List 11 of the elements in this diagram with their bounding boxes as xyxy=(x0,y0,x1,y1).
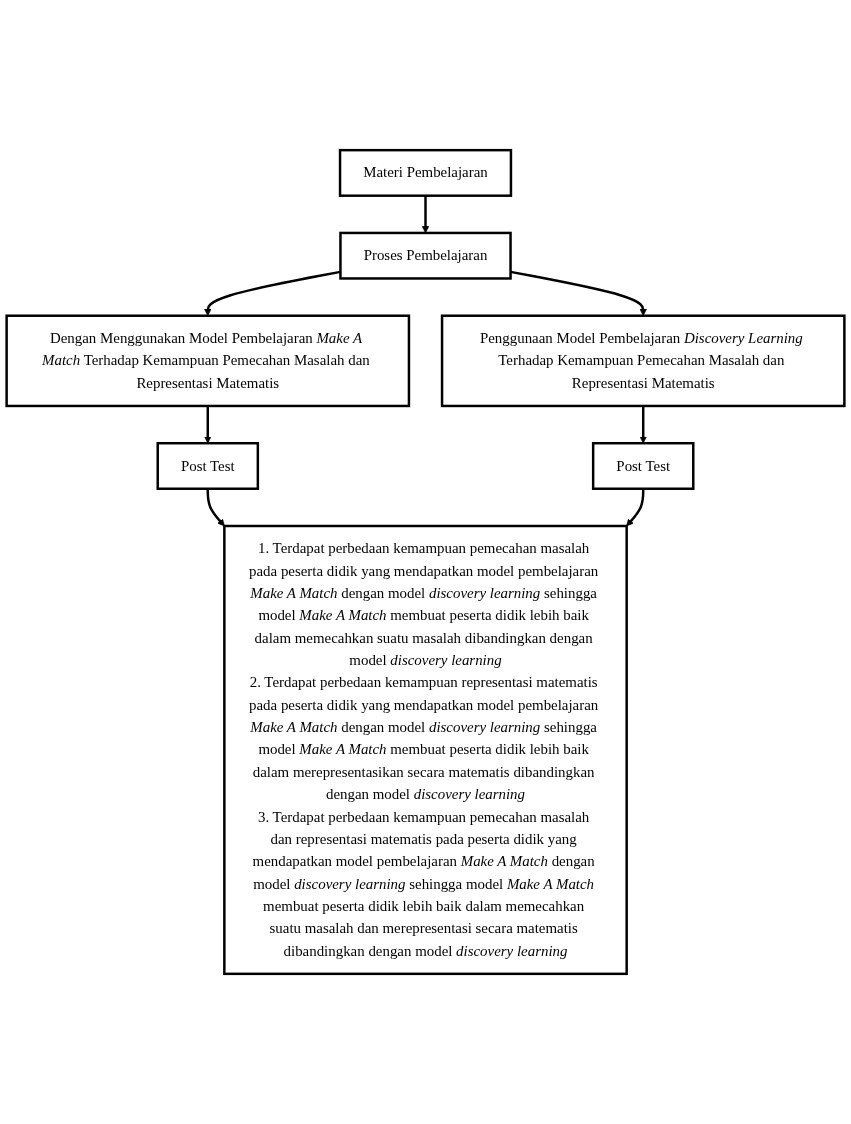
node-box: Proses Pembelajaran xyxy=(339,231,512,280)
arrow xyxy=(639,405,647,444)
arrow xyxy=(206,488,225,527)
node-box: Post Test xyxy=(156,441,260,490)
node-box: 1. Terdapat perbedaan kemampuan pemecahan masalah pada peserta didik yang mendapatkan model pembelajaran Make A Match dengan model discovery learning sehingga model Make A Match membuat peserta didik lebih baik dalam memecahkan suatu masalah dibandingkan dengan model discovery learning 2. Terdapat perbedaan kemampuan representasi matematis pada peserta didik yang mendapatkan model pembelajaran Make A Match dengan model discovery learning sehingga model Make A Match membuat peserta didik lebih baik dalam merepresentasikan secara matematis dibandingkan dengan model discovery learning 3. Terdapat perbedaan kemampuan pemecahan masalah dan representasi matematis pada peserta didik yang mendapatkan model pembelajaran Make A Match dengan model discovery learning sehingga model Make A Match membuat peserta didik lebih baik dalam memecahkan suatu masalah dan merepresentasi secara matematis dibandingkan dengan model discovery learning xyxy=(223,524,628,976)
node-box: Post Test xyxy=(591,441,695,490)
node-box: Materi Pembelajaran xyxy=(338,148,513,197)
arrow xyxy=(626,488,645,527)
node-box: Penggunaan Model Pembelajaran Discovery Learning Terhadap Kemampuan Pemecahan Masalah dan Representasi Matematis xyxy=(440,314,846,408)
arrow xyxy=(204,405,212,444)
node-box: Dengan Menggunakan Model Pembelajaran Make A Match Terhadap Kemampuan Pemecahan Masalah dan Representasi Matematis xyxy=(5,314,411,408)
